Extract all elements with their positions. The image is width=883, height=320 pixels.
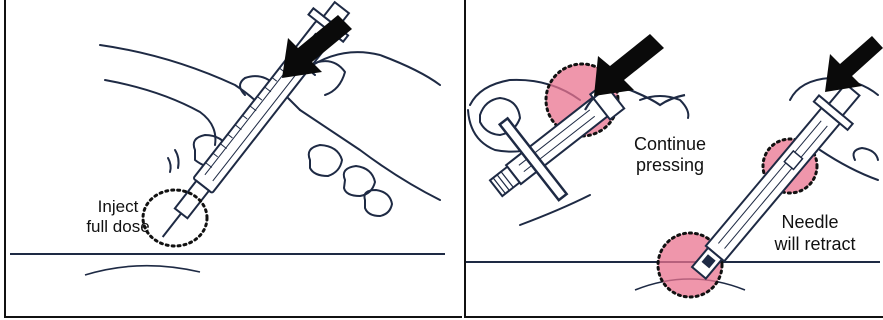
panel-inject-full-dose: Inject full dose	[10, 0, 445, 275]
label-will-retract: will retract	[773, 234, 855, 254]
label-needle: Needle	[781, 212, 838, 232]
syringe-icon	[682, 76, 869, 287]
label-inject: Inject	[98, 197, 139, 216]
label-pressing: pressing	[636, 155, 704, 175]
skin-bump-left	[85, 266, 200, 275]
label-continue: Continue	[634, 134, 706, 154]
label-full-dose: full dose	[86, 217, 149, 236]
panel-continue-pressing: Continue pressing	[467, 34, 706, 226]
press-arrow-icon	[825, 36, 883, 92]
hand-icon	[100, 45, 440, 216]
press-arrow-icon	[594, 34, 664, 96]
